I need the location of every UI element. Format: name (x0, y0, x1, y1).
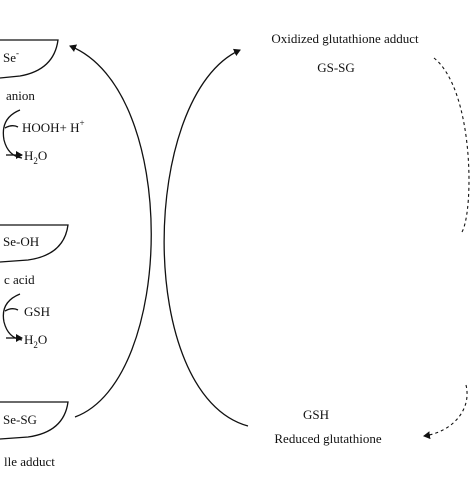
reduced-title: Reduced glutathione (274, 431, 381, 446)
oxidized-formula: GS-SG (317, 60, 355, 75)
reaction-2-in-arc (4, 308, 19, 312)
enzyme-state-selenide-adduct: Se-SG lle adduct (0, 401, 69, 469)
reaction-2-reactant: GSH (24, 304, 50, 319)
reaction-1-curve (2, 109, 23, 159)
enzyme-state-selenolate: Se- anion (0, 39, 59, 103)
reduction-dashed-arrow (433, 57, 470, 233)
enzyme-state-selenenic-acid: Se-OH c acid (0, 224, 69, 287)
reaction-1-reactant: HOOH+ H+ (22, 118, 85, 135)
reduction-dashed-arrow-lower (423, 384, 468, 440)
enzyme-bowl-3 (0, 401, 69, 440)
enzyme-caption-3: lle adduct (4, 454, 55, 469)
reaction-gsh: GSH H2O (2, 293, 50, 350)
reaction-1-product: H2O (24, 148, 47, 166)
reaction-2-product: H2O (24, 332, 47, 350)
enzyme-head-1: Se- (3, 48, 19, 65)
reaction-peroxide: HOOH+ H+ H2O (2, 109, 85, 166)
enzyme-caption-1: anion (6, 88, 35, 103)
oxidized-title: Oxidized glutathione adduct (271, 31, 419, 46)
enzyme-bowl-1 (0, 39, 59, 79)
enzyme-caption-2: c acid (4, 272, 35, 287)
enzyme-head-2: Se-OH (3, 234, 39, 249)
reduced-formula: GSH (303, 407, 329, 422)
enzyme-head-3: Se-SG (3, 412, 37, 427)
gsh-consumption-arrow (163, 48, 249, 427)
reaction-1-in-arc (4, 125, 19, 129)
enzyme-bowl-2 (0, 224, 69, 263)
reaction-2-curve (2, 293, 23, 341)
oxidized-glutathione: Oxidized glutathione adduct GS-SG (271, 31, 419, 75)
regeneration-arrow-to-selenolate (69, 44, 152, 418)
reduced-glutathione: GSH Reduced glutathione (274, 407, 381, 446)
